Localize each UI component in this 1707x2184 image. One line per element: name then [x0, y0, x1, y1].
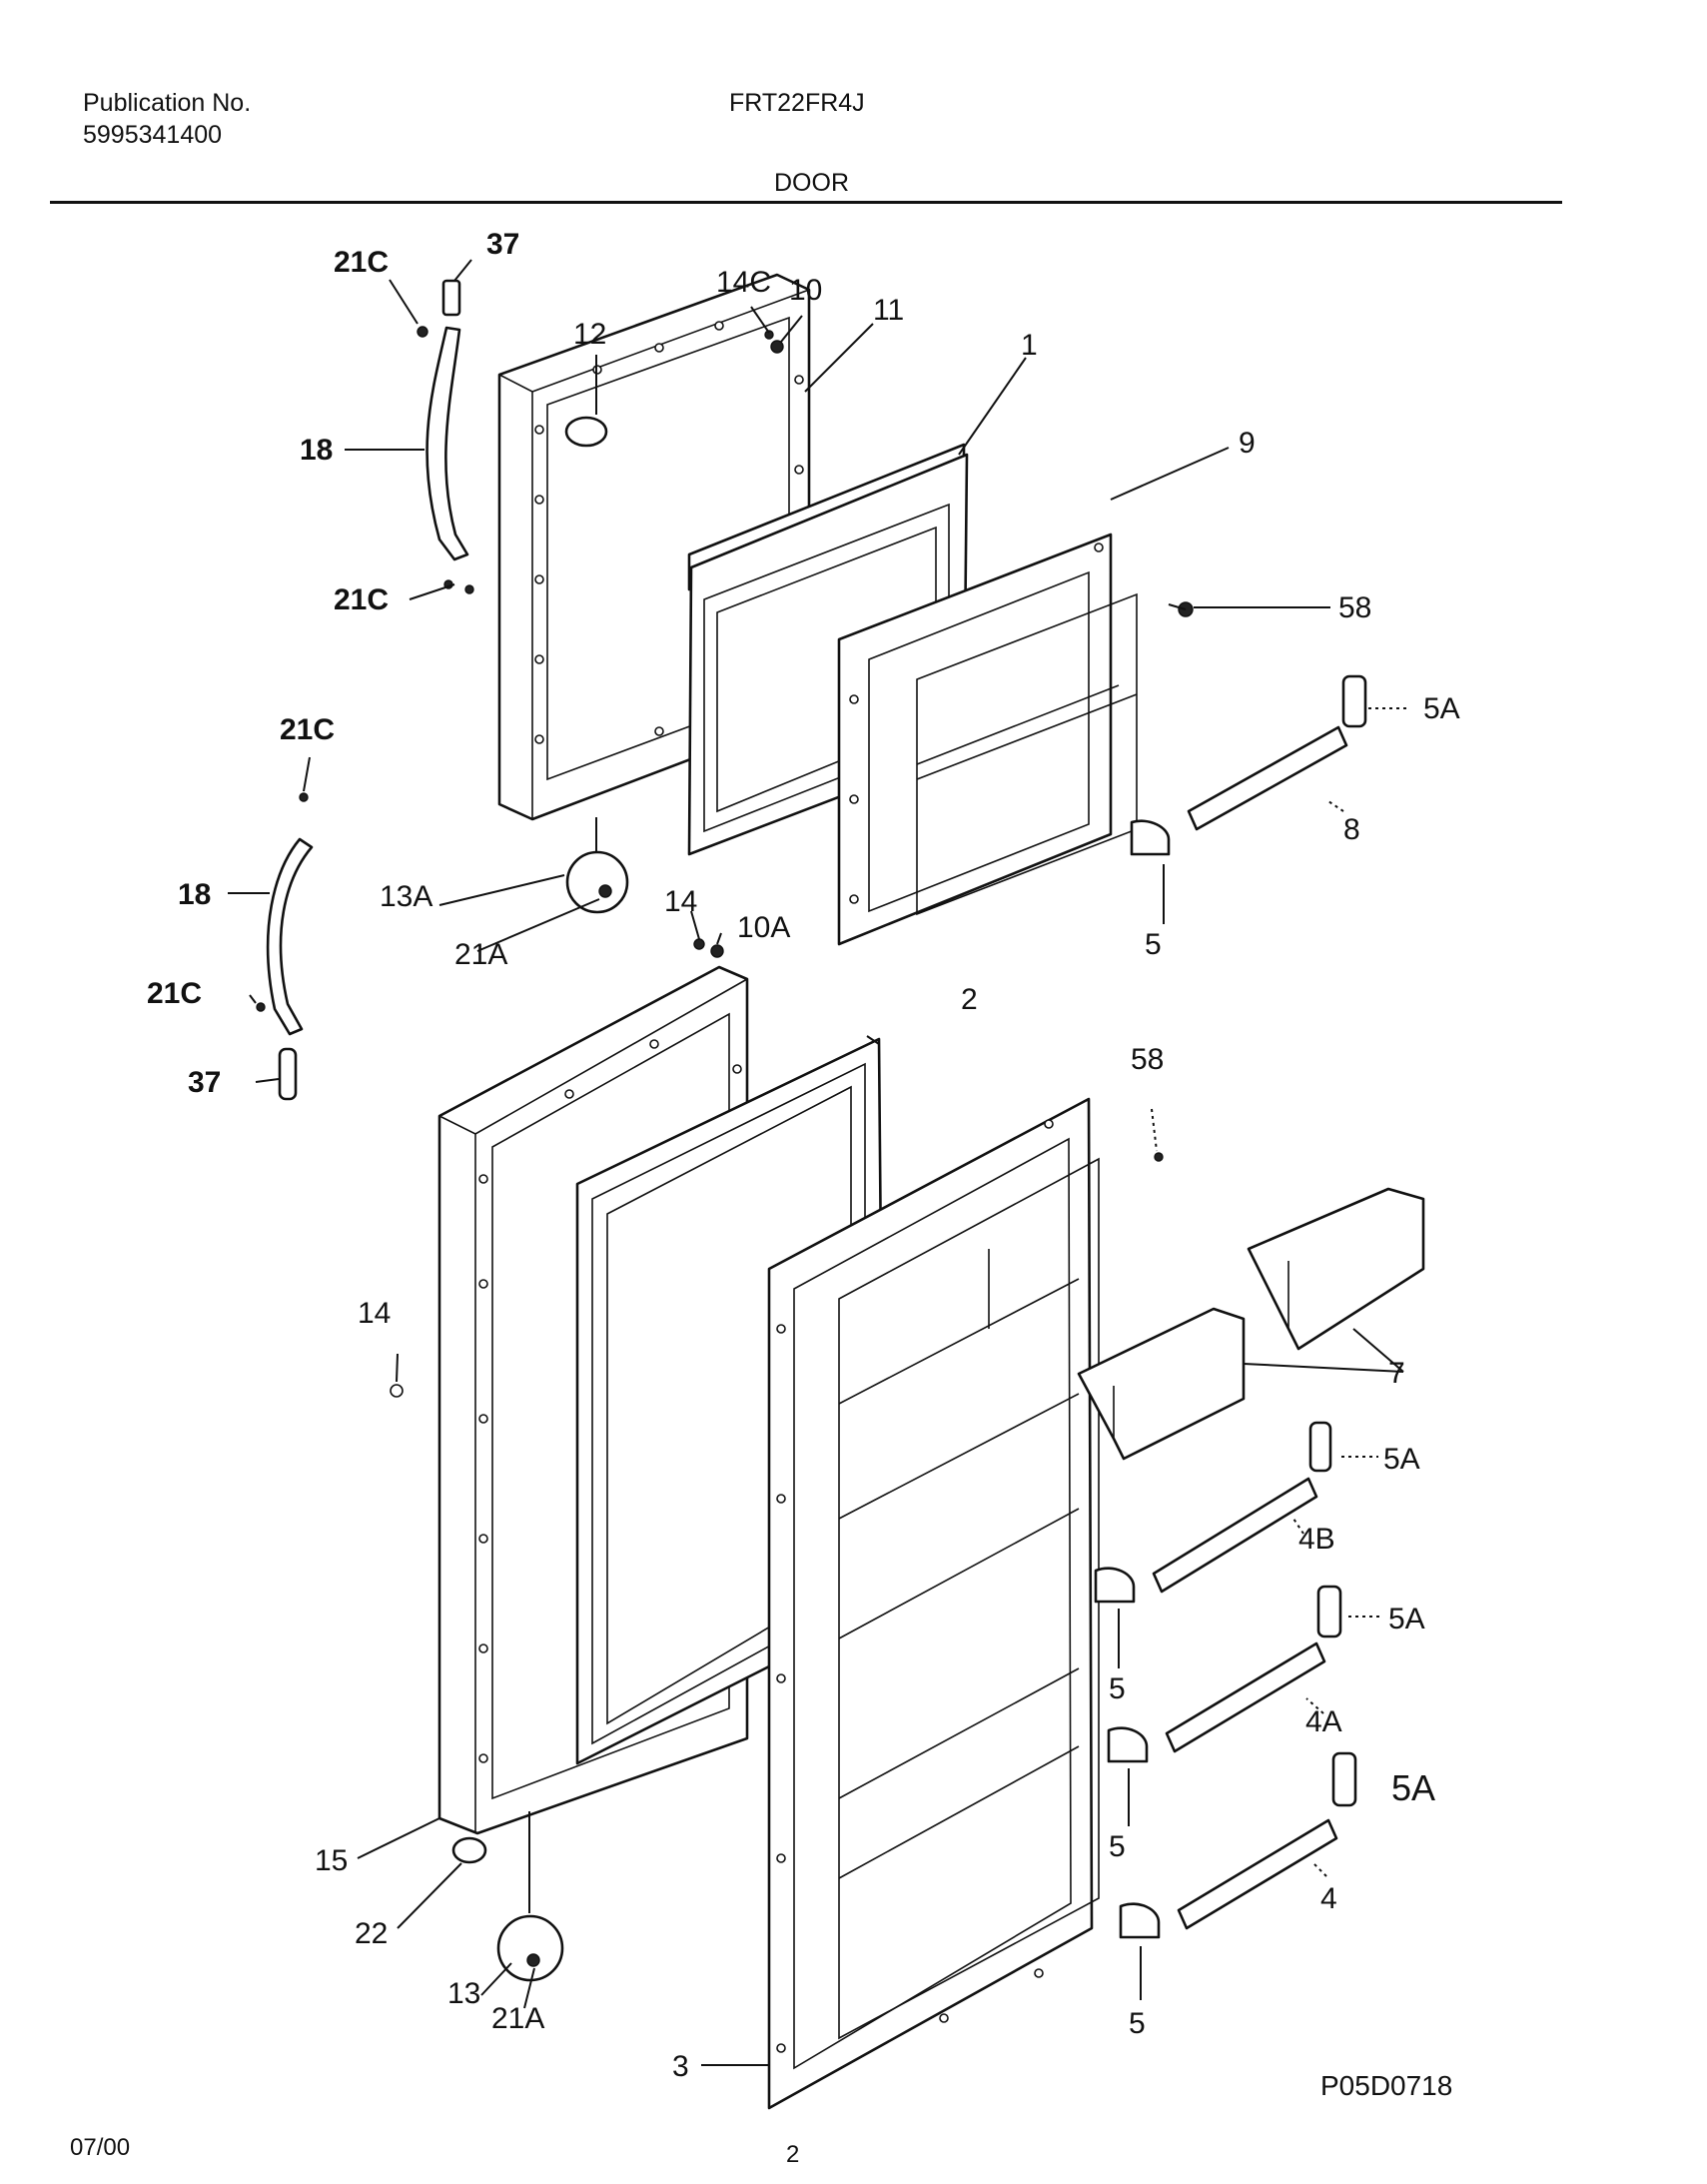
callout-22: 22 — [355, 1917, 388, 1950]
callout-4b: 4B — [1298, 1523, 1335, 1556]
publication-number: 5995341400 — [83, 121, 223, 149]
callout-21c: 21C — [334, 583, 389, 616]
callout-1: 1 — [1021, 329, 1038, 362]
footer-date: 07/00 — [70, 2134, 130, 2161]
screw-14-top — [693, 938, 705, 950]
callout-5: 5 — [1109, 1672, 1126, 1705]
callout-14: 14 — [664, 885, 697, 918]
callout-12: 12 — [573, 318, 606, 351]
callout-21c: 21C — [334, 246, 389, 279]
callout-14: 14 — [358, 1297, 391, 1330]
callout-9: 9 — [1239, 427, 1256, 460]
publication-label: Publication No. — [83, 89, 252, 117]
page-number: 2 — [786, 2141, 799, 2168]
callout-14c: 14C — [716, 266, 771, 299]
callout-15: 15 — [315, 1844, 348, 1877]
callout-11: 11 — [873, 294, 904, 327]
plug-14 — [390, 1384, 404, 1398]
callout-3: 3 — [672, 2050, 689, 2083]
freezer-shelf-rail — [1130, 674, 1367, 856]
callout-18: 18 — [178, 878, 211, 911]
screw-10 — [770, 340, 784, 354]
callout-58: 58 — [1338, 591, 1371, 624]
door-shelf-4 — [1119, 1751, 1357, 1939]
callout-5a: 5A — [1423, 692, 1460, 725]
callout-10a: 10A — [737, 911, 790, 944]
hinge-plate-upper — [565, 850, 629, 914]
callout-5a: 5A — [1383, 1443, 1420, 1476]
callout-37: 37 — [486, 228, 519, 261]
fresh-food-inner-liner — [767, 1097, 1100, 2110]
callout-8: 8 — [1343, 813, 1360, 846]
fresh-food-handle — [256, 792, 314, 1101]
dairy-bins — [1077, 1187, 1425, 1461]
callout-5: 5 — [1129, 2007, 1146, 2040]
leader-lines — [228, 259, 1410, 2066]
hinge-plate-lower — [496, 1914, 564, 1982]
callout-21a: 21A — [491, 2002, 544, 2035]
model-number: FRT22FR4J — [729, 89, 865, 117]
callout-21a: 21A — [454, 938, 507, 971]
door-shelf-4B — [1094, 1421, 1332, 1604]
callout-5a: 5A — [1388, 1603, 1425, 1636]
door-stop — [451, 1836, 487, 1864]
callout-13: 13 — [447, 1977, 480, 2010]
callout-21c: 21C — [280, 713, 335, 746]
callout-37: 37 — [188, 1066, 221, 1099]
callout-18: 18 — [300, 434, 333, 467]
plug — [564, 416, 608, 448]
callout-2: 2 — [961, 983, 978, 1016]
screw-58-lower — [1154, 1152, 1164, 1162]
callout-5a: 5A — [1391, 1767, 1435, 1808]
callout-labels: 21C 37 18 21C 12 14C 10 11 1 9 58 5A 8 5… — [147, 228, 1460, 2083]
callout-7: 7 — [1388, 1357, 1405, 1390]
callout-4: 4 — [1320, 1882, 1337, 1915]
drawing-code: P05D0718 — [1320, 2070, 1452, 2101]
header-rule — [50, 201, 1562, 204]
section-title: DOOR — [774, 169, 849, 197]
callout-21c: 21C — [147, 977, 202, 1010]
callout-10: 10 — [789, 274, 822, 307]
callout-58: 58 — [1131, 1043, 1164, 1076]
callout-4a: 4A — [1305, 1705, 1342, 1738]
callout-5: 5 — [1109, 1830, 1126, 1863]
freezer-handle — [417, 279, 474, 594]
callout-13a: 13A — [380, 880, 432, 913]
callout-5: 5 — [1145, 928, 1162, 961]
door-shelf-4A — [1107, 1585, 1342, 1763]
